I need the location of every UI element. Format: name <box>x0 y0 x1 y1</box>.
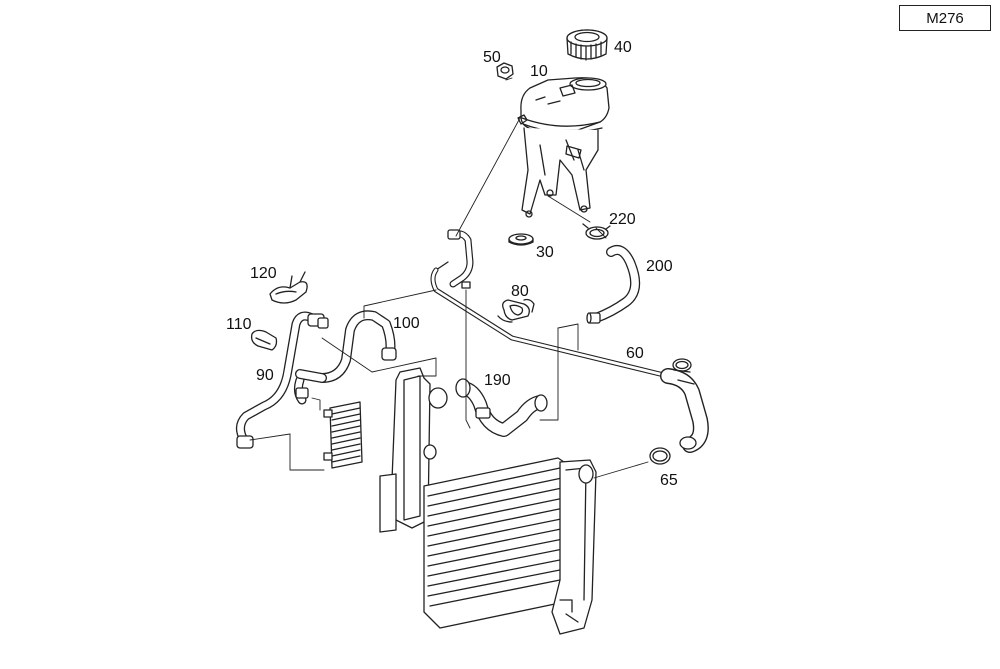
callout-65: 65 <box>660 472 678 489</box>
callout-110: 110 <box>226 316 252 333</box>
hose-part-100 <box>295 310 397 383</box>
callout-220: 220 <box>609 211 636 228</box>
grommet-part-30 <box>508 233 534 246</box>
model-code-box: M276 <box>899 5 991 31</box>
leader-lines <box>249 77 649 479</box>
callout-60: 60 <box>626 345 644 362</box>
callout-40: 40 <box>614 39 632 56</box>
callout-90: 90 <box>256 367 274 384</box>
callout-120: 120 <box>250 265 277 282</box>
callout-200: 200 <box>646 258 673 275</box>
hose-part-200 <box>586 245 641 324</box>
clamp-part-120 <box>269 271 308 304</box>
reservoir-cap-part-40 <box>566 29 608 61</box>
callout-190: 190 <box>484 372 511 389</box>
callout-100: 100 <box>393 315 420 332</box>
model-code-label: M276 <box>926 9 964 27</box>
hose-part-90 <box>236 311 325 449</box>
nut-part-50 <box>496 62 514 80</box>
o-ring-part-65 <box>649 447 671 465</box>
clips-part-80 <box>497 298 535 323</box>
radiator <box>379 367 597 635</box>
callout-80: 80 <box>511 283 529 300</box>
clamp-part-110 <box>250 329 278 351</box>
oil-cooler <box>323 401 363 469</box>
callout-30: 30 <box>536 244 554 261</box>
callout-10: 10 <box>530 63 548 80</box>
callout-50: 50 <box>483 49 501 66</box>
clamp-part-220 <box>582 223 611 240</box>
hose-part-190 <box>455 378 548 437</box>
expansion-tank-part-10 <box>517 77 610 218</box>
